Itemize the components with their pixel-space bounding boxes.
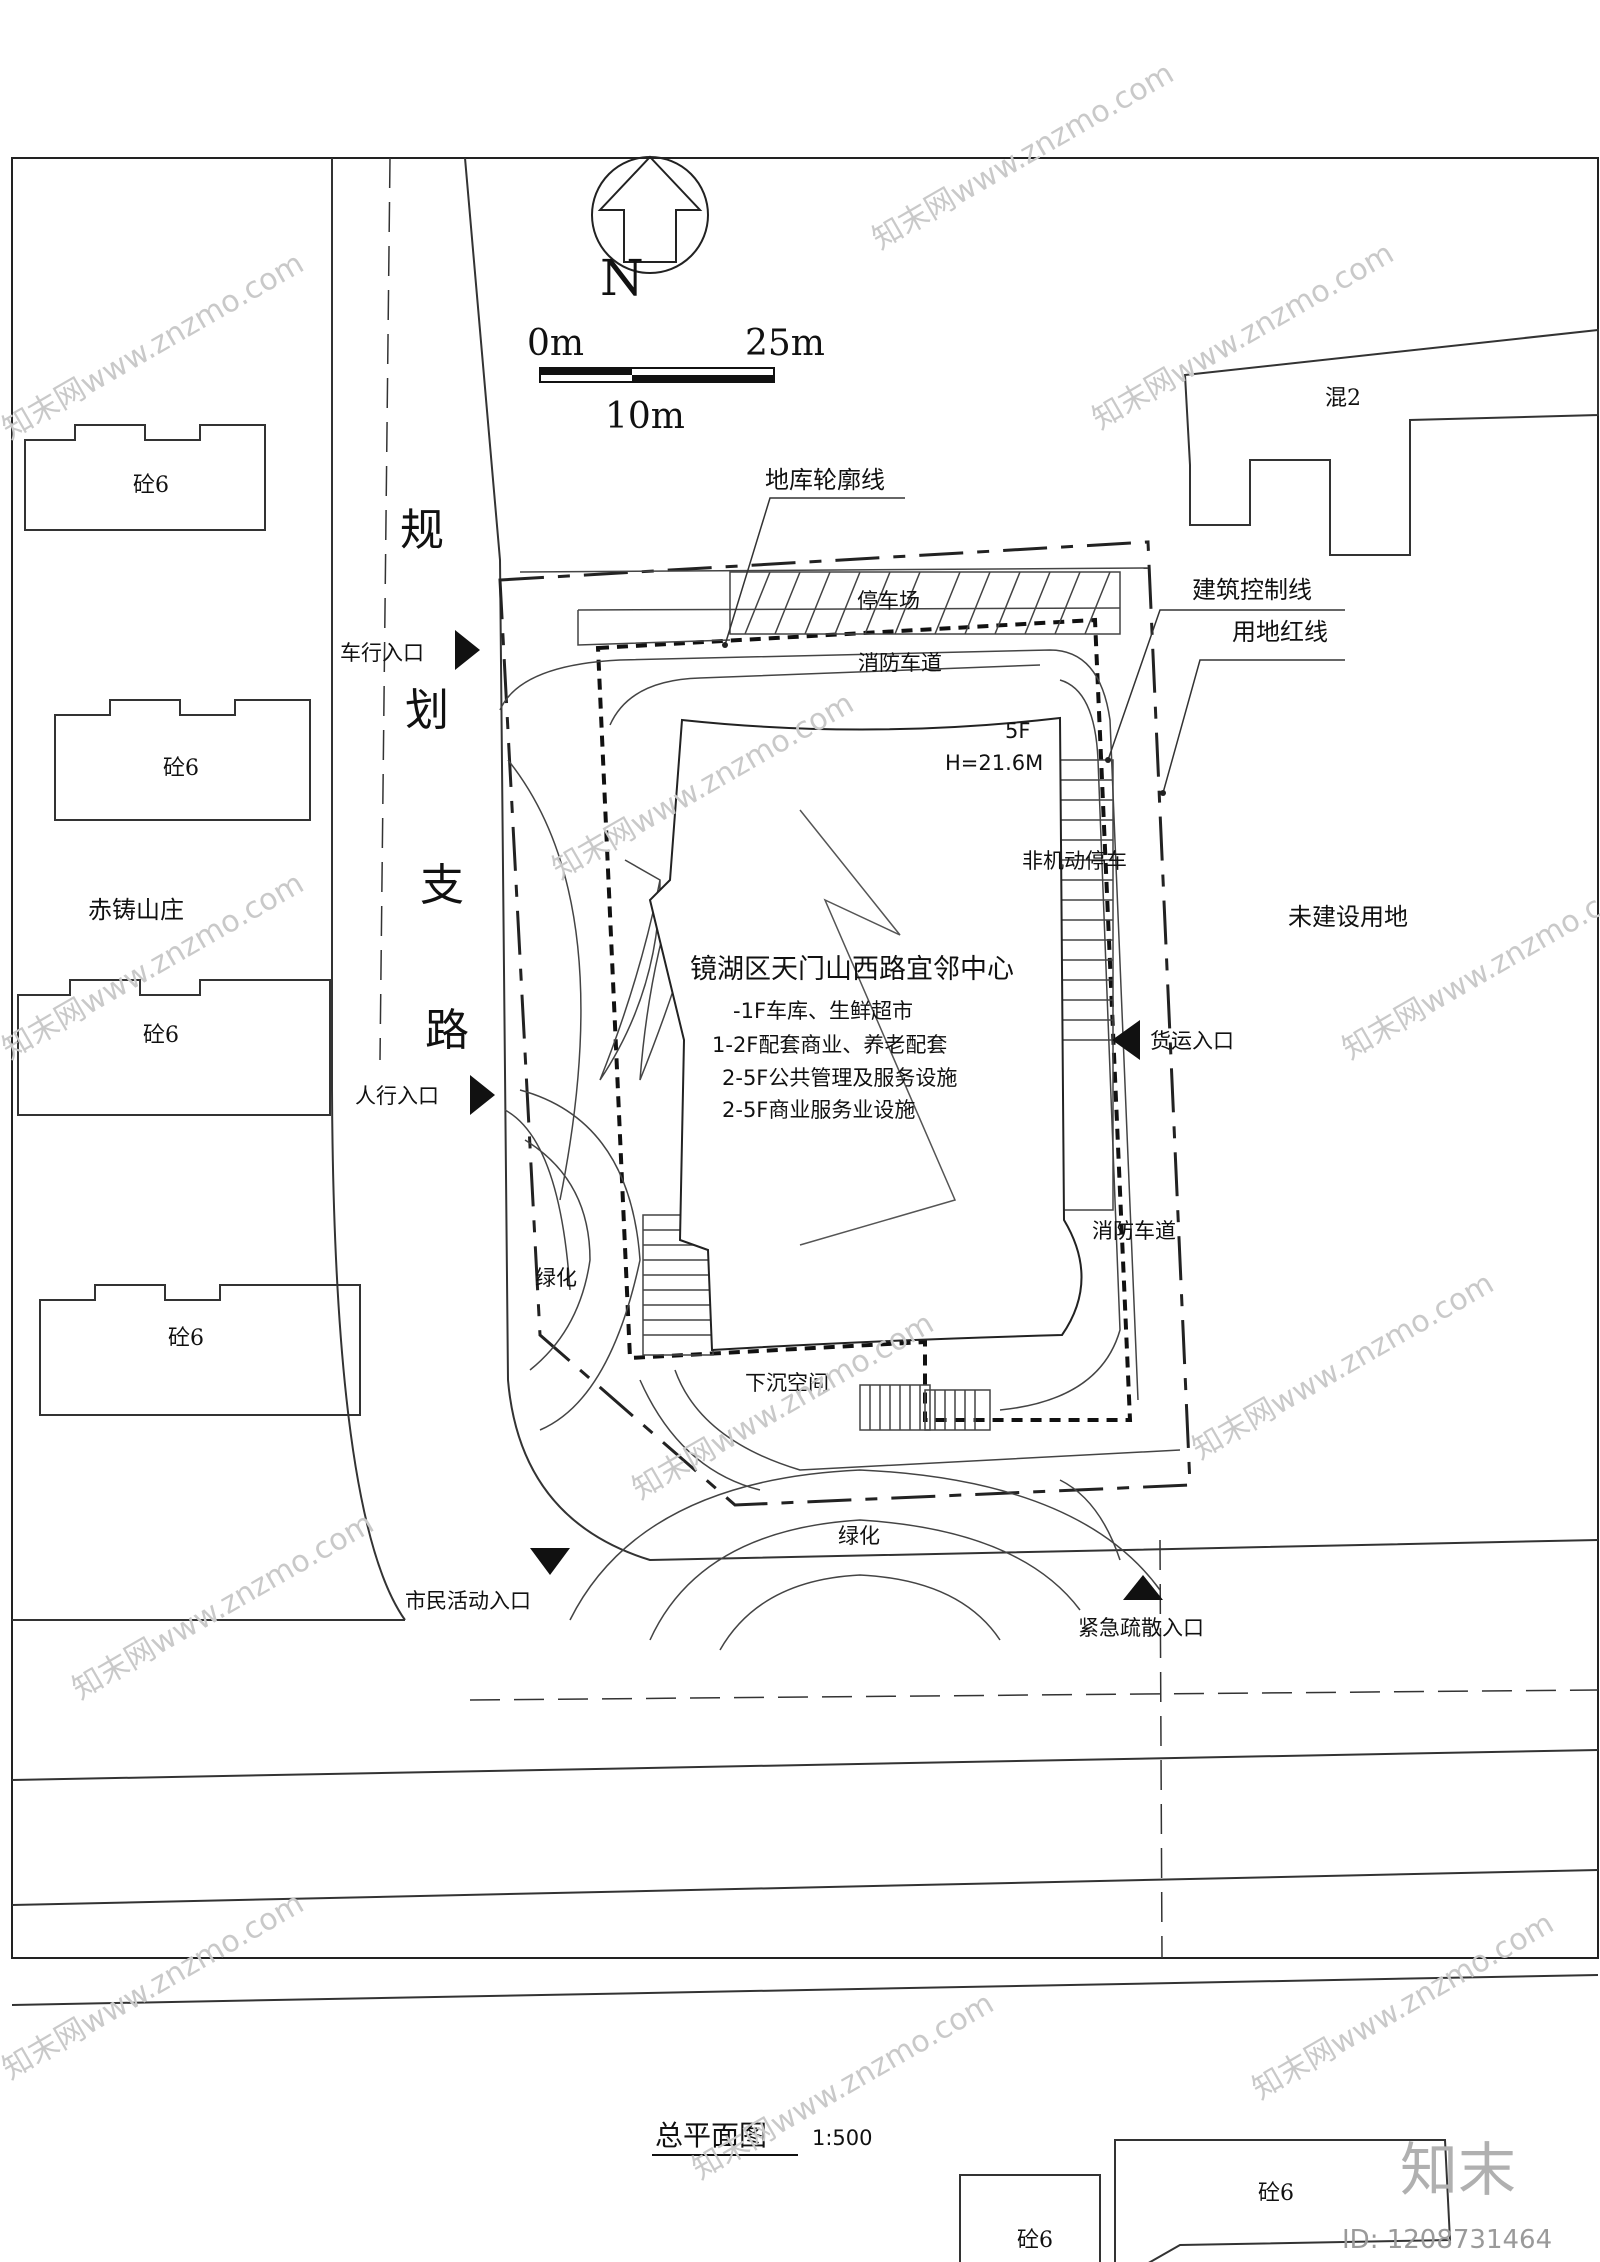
entrance-label-emergency: 紧急疏散入口 [1078,1616,1204,1640]
site-red-line [498,540,1192,1507]
leader-lines [724,497,1345,794]
building-label-west-2: 砼6 [163,756,199,781]
svg-text:知末网www.znzmo.com: 知末网www.znzmo.com [1247,1906,1560,2107]
scale-end: 25m [745,323,825,364]
entrance-label-pedestrian: 人行入口 [355,1084,439,1108]
label-site-red-line: 用地红线 [1232,618,1328,646]
entrance-label-civic: 市民活动入口 [405,1589,531,1613]
building-label-north-east: 混2 [1325,386,1361,411]
main-building-height: H=21.6M [945,751,1043,775]
label-fire-lane-north: 消防车道 [858,651,942,675]
arrow-icon-emergency [1123,1575,1163,1600]
main-building-floors: 5F [1005,719,1030,743]
label-bike-parking: 非机动停车 [1022,849,1127,873]
drawing-title: 总平面图 [655,2119,767,2152]
main-building-function-4: 2-5F商业服务业设施 [722,1098,915,1122]
building-label-west-3: 砼6 [143,1023,179,1048]
drawing-scale: 1:500 [812,2126,873,2150]
watermark-brand: 知末 [1400,2136,1516,2204]
entrance-label-freight: 货运入口 [1150,1029,1234,1053]
road-name-char-1: 规 [400,505,444,556]
watermark-id: ID: 1208731464 [1342,2225,1552,2255]
scale-bar-icon [539,367,775,383]
scale-mid: 10m [605,396,685,437]
area-label-east: 未建设用地 [1288,903,1408,931]
svg-text:知末网www.znzmo.com: 知末网www.znzmo.com [0,1886,310,2087]
road-name-char-2: 划 [405,685,449,736]
site-elements [499,567,1181,1651]
roads [11,157,1599,2006]
label-greenery-west: 绿化 [535,1266,577,1290]
arrow-icon-vehicle [455,630,480,670]
svg-text:知末网www.znzmo.com: 知末网www.znzmo.com [687,1986,1000,2187]
arrow-icon-pedestrian [470,1075,495,1115]
building-label-west-4: 砼6 [168,1326,204,1351]
surrounding-buildings [17,328,1599,2262]
main-building-function-1: -1F车库、生鲜超市 [733,999,913,1023]
north-label: N [600,249,644,307]
label-sunken-space: 下沉空间 [745,1371,829,1395]
main-building-function-3: 2-5F公共管理及服务设施 [722,1066,957,1090]
svg-text:知末网www.znzmo.com: 知末网www.znzmo.com [867,56,1180,257]
main-building-roof-line [799,809,957,1246]
label-basement-outline: 地库轮廓线 [765,466,885,494]
arrow-icon-civic [530,1548,570,1575]
svg-text:知末网www.znzmo.com: 知末网www.znzmo.com [1337,866,1600,1067]
arrow-icon-freight [1112,1020,1140,1060]
main-building-function-2: 1-2F配套商业、养老配套 [712,1033,947,1057]
svg-text:知末网www.znzmo.com: 知末网www.znzmo.com [67,1506,380,1707]
building-label-south-1: 砼6 [1017,2228,1053,2253]
road-name-char-3: 支 [420,860,464,911]
svg-text:知末网www.znzmo.com: 知末网www.znzmo.com [0,246,310,447]
scale-start: 0m [527,323,584,364]
north-arrow-icon [591,155,709,274]
entrance-arrows [455,630,1163,1600]
building-label-south-2: 砼6 [1258,2181,1294,2206]
main-building-outline [648,716,1083,1352]
label-parking: 停车场 [857,589,920,613]
area-label-west: 赤铸山庄 [88,896,184,924]
building-label-west-1: 砼6 [133,473,169,498]
label-fire-lane-east: 消防车道 [1092,1219,1176,1243]
label-building-control-line: 建筑控制线 [1192,576,1312,604]
entrance-label-vehicle: 车行入口 [340,641,424,665]
label-greenery-south: 绿化 [838,1524,880,1548]
road-name-char-4: 路 [425,1005,469,1056]
svg-text:知末网www.znzmo.com: 知末网www.znzmo.com [1187,1266,1500,1467]
main-building-name: 镜湖区天门山西路宜邻中心 [690,954,1014,985]
drawing-frame [11,157,1599,1959]
